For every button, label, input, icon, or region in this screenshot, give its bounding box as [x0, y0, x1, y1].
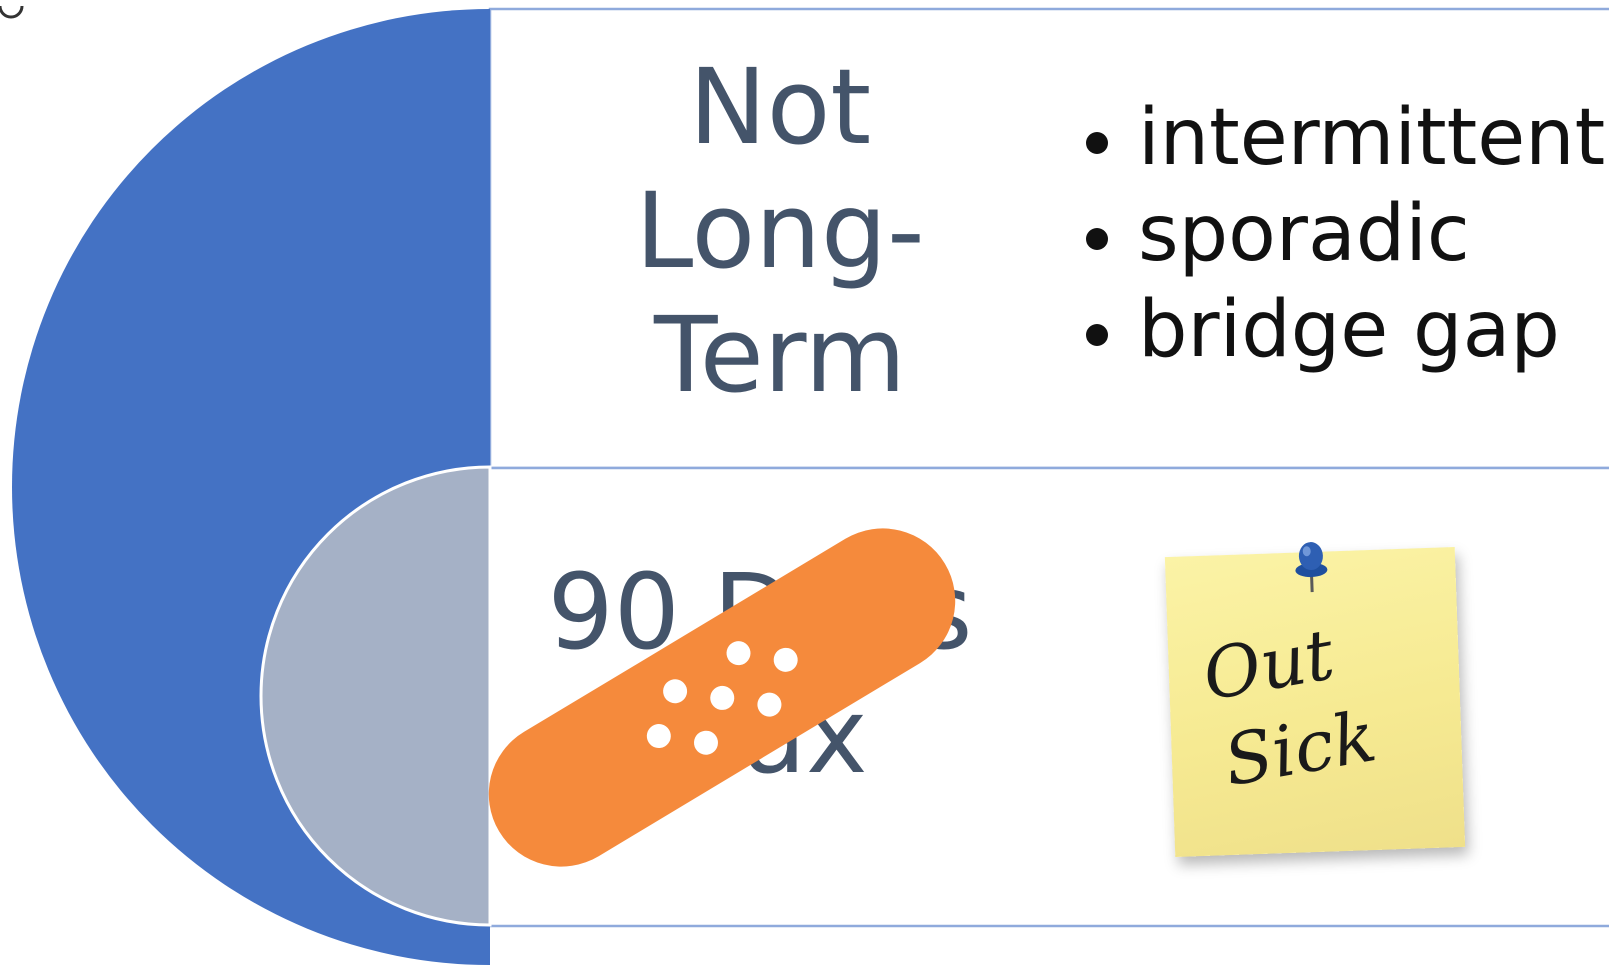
bullet-item-sporadic: sporadic	[1080, 186, 1605, 282]
inner-semicircle	[259, 465, 492, 927]
bullet-item-intermittent: intermittent	[1080, 90, 1605, 186]
bandage-hole	[705, 681, 739, 715]
sticky-note-text: Out Sick	[1196, 593, 1453, 806]
corner-mark	[0, 5, 24, 19]
push-pin-icon	[1295, 542, 1328, 593]
bandage-hole	[689, 726, 723, 760]
bullet-list: intermittent sporadic bridge gap	[1080, 90, 1605, 378]
row-title-top: Not Long- Term	[540, 45, 1020, 417]
bandage-hole	[642, 719, 676, 753]
bandage-hole	[769, 643, 803, 677]
bandage-hole	[722, 636, 755, 670]
sticky-note-icon: Out Sick	[1164, 542, 1466, 857]
row-title-top-line-3: Term	[653, 294, 907, 416]
row-title-top-line-1: Not	[688, 46, 872, 168]
row-title-top-line-2: Long-	[635, 170, 925, 292]
bandage-hole	[752, 688, 786, 722]
bandage-hole	[658, 674, 692, 708]
row-box-top	[488, 7, 1609, 470]
bullet-item-bridge-gap: bridge gap	[1080, 282, 1605, 378]
